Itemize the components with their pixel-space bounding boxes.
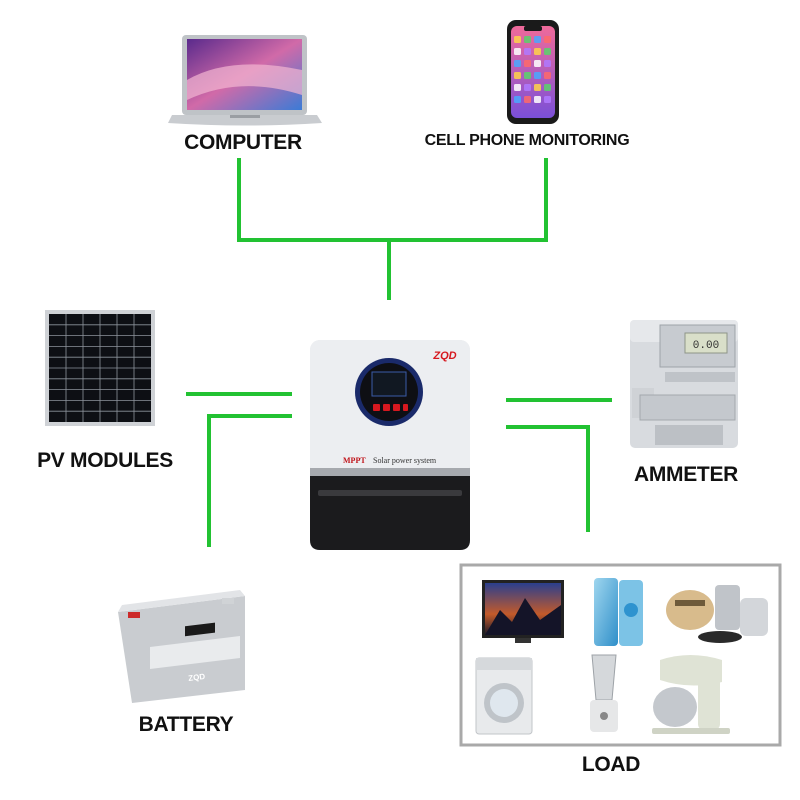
pv-modules-label: PV MODULES xyxy=(37,449,173,472)
computer-label: COMPUTER xyxy=(184,131,302,154)
ammeter-readout: 0.00 xyxy=(693,340,719,352)
cell-phone-monitoring-label: CELL PHONE MONITORING xyxy=(424,132,630,149)
stand-mixer-icon xyxy=(652,655,730,734)
inverter-mppt-label: MPPT xyxy=(343,456,366,465)
battery-brand: ZQD xyxy=(188,672,206,683)
inverter-panel-text: Solar power system xyxy=(373,456,437,465)
kitchen-appliances-icon xyxy=(666,585,768,643)
inverter-brand: ZQD xyxy=(432,350,456,362)
battery-connector xyxy=(207,414,292,547)
load-label: LOAD xyxy=(581,753,641,776)
battery-icon: ZQD xyxy=(118,590,245,703)
solar-panel-icon xyxy=(45,310,155,426)
battery-label: BATTERY xyxy=(138,713,234,736)
laptop-icon xyxy=(168,35,322,126)
load-connector xyxy=(506,425,590,532)
computer-connector xyxy=(237,158,548,242)
inverter-icon: ZQD MPPT Solar power system xyxy=(310,340,470,550)
smartphone-icon xyxy=(594,578,643,646)
blender-icon xyxy=(590,654,618,732)
tv-icon xyxy=(482,580,564,643)
connector-lines xyxy=(186,158,612,547)
ammeter-label: AMMETER xyxy=(633,463,739,486)
washing-machine-icon xyxy=(475,657,533,735)
phone-icon xyxy=(507,20,559,124)
ammeter-icon: 0.00 xyxy=(630,320,738,448)
load-panel xyxy=(459,563,782,747)
